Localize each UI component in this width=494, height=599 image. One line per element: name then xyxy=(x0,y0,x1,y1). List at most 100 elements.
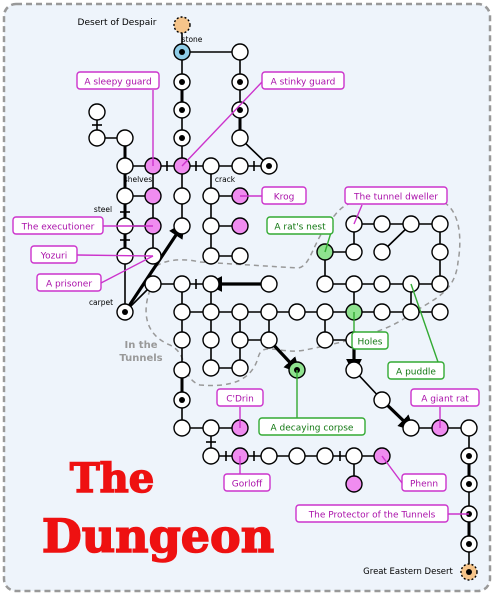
map-frame xyxy=(2,2,492,593)
room-dot-e4 xyxy=(466,541,472,547)
room-t4 xyxy=(431,215,449,233)
label-box-15 xyxy=(295,504,449,523)
label-leaders xyxy=(76,81,469,515)
label-executioner: The executioner xyxy=(21,223,95,233)
label-stinky-guard: A stinky guard xyxy=(271,78,336,88)
room-m3 xyxy=(231,303,249,321)
label-box-7 xyxy=(266,216,334,235)
label-gorloff: Gorloff xyxy=(232,480,263,490)
room-r2 xyxy=(144,187,162,205)
label-box-6 xyxy=(344,186,448,205)
label-giant-rat: A giant rat xyxy=(421,395,469,405)
room-l9 xyxy=(173,419,191,437)
marker-stone-label: stone xyxy=(182,35,203,44)
room-dot-l8 xyxy=(179,397,185,403)
north-exit-label: Desert of Despair xyxy=(78,18,157,28)
room-c5 xyxy=(260,275,278,293)
room-dot-e1 xyxy=(466,453,472,459)
room-l18 xyxy=(345,475,363,493)
label-box-9 xyxy=(387,361,445,380)
marker-steel-label: steel xyxy=(94,205,112,214)
room-p8 xyxy=(460,419,478,437)
label-box-0 xyxy=(76,71,160,90)
room-w3 xyxy=(116,129,134,147)
room-p4 xyxy=(345,361,363,379)
room-l16 xyxy=(316,447,334,465)
room-dot-e2 xyxy=(466,481,472,487)
label-holes: Holes xyxy=(357,338,382,348)
room-t9 xyxy=(316,275,334,293)
marker-carpet-label: carpet xyxy=(89,298,113,307)
leader-14 xyxy=(381,455,403,484)
room-p2 xyxy=(316,331,334,349)
label-rats-nest: A rat's nest xyxy=(274,223,326,233)
room-r14 xyxy=(231,247,249,265)
room-dot-s1 xyxy=(179,79,185,85)
room-t2 xyxy=(373,215,391,233)
room-r9 xyxy=(202,217,220,235)
room-r10 xyxy=(231,217,249,235)
room-a1 xyxy=(231,43,249,61)
room-c2 xyxy=(144,275,162,293)
room-r3 xyxy=(173,187,191,205)
room-top xyxy=(173,16,191,34)
room-c4 xyxy=(202,275,220,293)
room-dot-s5 xyxy=(179,135,185,141)
room-dot-c1 xyxy=(122,309,128,315)
leader-4 xyxy=(76,254,154,257)
leader-5 xyxy=(100,255,154,284)
room-c3 xyxy=(173,275,191,293)
room-l1 xyxy=(173,331,191,349)
room-dot-st xyxy=(179,49,185,55)
label-corpse: A decaying corpse xyxy=(271,424,354,434)
leader-9 xyxy=(410,283,439,363)
room-m6 xyxy=(316,303,334,321)
leader-6 xyxy=(353,204,363,225)
room-l3 xyxy=(202,359,220,377)
room-l14 xyxy=(260,447,278,465)
label-protector: The Protector of the Tunnels xyxy=(308,511,436,521)
room-w2 xyxy=(88,129,106,147)
room-dot-s4 xyxy=(237,107,243,113)
room-s6 xyxy=(231,129,249,147)
label-box-1 xyxy=(261,71,345,90)
room-p6 xyxy=(402,419,420,437)
room-sh5 xyxy=(231,157,249,175)
room-m2 xyxy=(202,303,220,321)
room-m8 xyxy=(373,303,391,321)
marker-crack-label: crack xyxy=(215,175,236,184)
label-cdrin: C'Drin xyxy=(226,395,254,405)
room-t3 xyxy=(402,215,420,233)
oneway-c1-r8 xyxy=(123,221,185,313)
room-r13 xyxy=(202,247,220,265)
room-l12 xyxy=(202,447,220,465)
room-dot-s2 xyxy=(237,79,243,85)
room-t7 xyxy=(373,243,391,261)
room-dot-end xyxy=(466,569,472,575)
label-box-5 xyxy=(36,273,102,292)
title-line-1: The xyxy=(70,455,154,502)
label-box-4 xyxy=(30,245,78,264)
room-t10 xyxy=(345,275,363,293)
label-puddle: A puddle xyxy=(396,368,436,378)
room-l7 xyxy=(173,361,191,379)
room-l10 xyxy=(202,419,220,437)
room-t5 xyxy=(345,243,363,261)
label-box-8 xyxy=(351,331,389,350)
room-p5 xyxy=(373,391,391,409)
tunnels-label-line1: In the xyxy=(124,340,157,351)
room-dot-sh6 xyxy=(266,163,272,169)
room-r1 xyxy=(116,187,134,205)
label-tunnel-dweller: The tunnel dweller xyxy=(353,193,438,203)
label-box-14 xyxy=(401,473,447,492)
label-box-12 xyxy=(410,388,480,407)
label-prisoner: A prisoner xyxy=(46,280,92,290)
room-l2 xyxy=(202,331,220,349)
room-sh4 xyxy=(202,157,220,175)
room-l4 xyxy=(231,331,249,349)
room-r4 xyxy=(202,187,220,205)
east-exit-label: Great Eastern Desert xyxy=(363,567,453,577)
